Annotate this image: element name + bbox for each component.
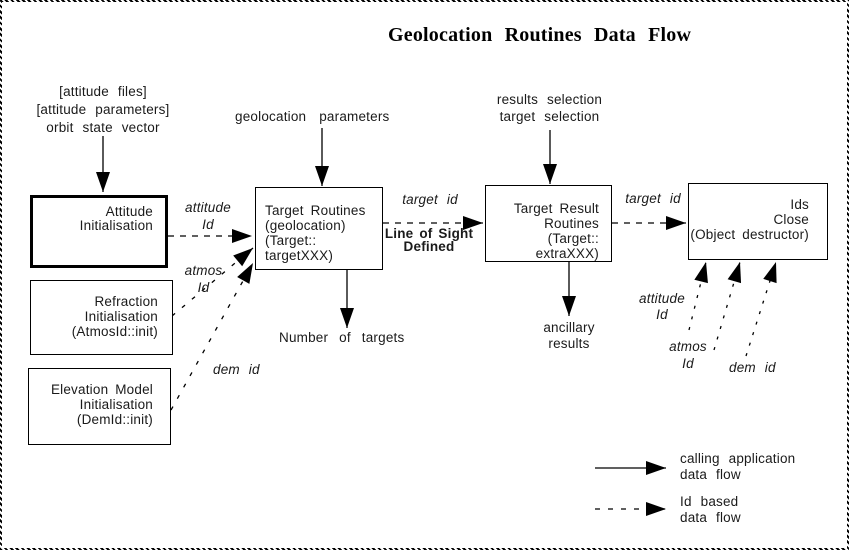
box-text-line: Initialisation	[84, 309, 158, 324]
dashed-attitude-id-to-ids-arrow	[688, 261, 708, 331]
elevation-model-initialisation-box: Elevation Model Initialisation (DemId::i…	[28, 368, 171, 445]
box-text-line: Initialisation	[79, 397, 153, 412]
id-label-line: Id	[202, 217, 214, 232]
attitude-id-label-right: attitude Id	[633, 291, 691, 323]
legend-line: Id based	[680, 494, 739, 509]
dashed-dem-id-arrow	[170, 262, 254, 411]
id-label-line: attitude	[639, 291, 685, 306]
attitude-initialisation-box: Attitude Initialisation	[30, 195, 168, 268]
orbit-state-vector-line: orbit state vector	[46, 120, 160, 135]
box-text-line: (DemId::init)	[76, 412, 153, 427]
box-text-line: Ids	[790, 197, 809, 212]
legend-line: data flow	[680, 467, 741, 482]
legend-dashed-label: Id based data flow	[680, 494, 741, 526]
box-text-line: Close	[773, 212, 809, 227]
line-of-sight-line: Defined	[403, 239, 455, 254]
results-selection-line: results selection	[496, 92, 603, 107]
attitude-parameters-line: [attitude parameters]	[36, 102, 170, 117]
line-of-sight-label: Line of Sight Defined	[379, 226, 479, 254]
dem-id-label-right: dem id	[729, 360, 776, 375]
id-label-line: Id	[197, 280, 210, 295]
id-label-line: attitude	[185, 200, 231, 215]
target-routines-box: Target Routines (geolocation) (Target:: …	[255, 187, 383, 270]
legend-line: data flow	[680, 510, 741, 525]
ancillary-line: results	[548, 336, 590, 351]
box-text-line: Target Routines	[265, 203, 366, 218]
atmos-id-label-left: atmos Id	[176, 262, 231, 296]
legend-line: calling application	[680, 451, 796, 466]
box-text-line: Routines	[544, 216, 599, 231]
attitude-inputs-label: [attitude files] [attitude parameters] o…	[15, 83, 191, 137]
box-text-line: extraXXX)	[535, 246, 599, 261]
target-id-label-2: target id	[625, 191, 681, 206]
attitude-files-line: [attitude files]	[59, 84, 147, 99]
atmos-id-label-right: atmos Id	[662, 338, 714, 372]
box-text-line: Elevation Model	[50, 382, 153, 397]
attitude-id-label-left: attitude Id	[178, 199, 238, 233]
ancillary-line: ancillary	[543, 320, 595, 335]
id-label-line: Id	[682, 356, 694, 371]
dem-id-label-left: dem id	[213, 362, 260, 377]
box-text-line: Target Result	[513, 201, 599, 216]
box-text-line: (Target::	[547, 231, 599, 246]
id-label-line: atmos	[669, 339, 707, 354]
geolocation-parameters-label: geolocation parameters	[235, 109, 390, 124]
page-title: Geolocation Routines Data Flow	[388, 24, 692, 46]
box-text-line: (geolocation)	[265, 218, 346, 233]
id-label-line: Id	[656, 307, 668, 322]
box-text-line: (AtmosId::init)	[71, 324, 158, 339]
selection-inputs-label: results selection target selection	[483, 91, 616, 125]
target-result-routines-box: Target Result Routines (Target:: extraXX…	[485, 185, 612, 262]
ids-close-box: Ids Close (Object destructor)	[688, 183, 828, 260]
box-text-line: targetXXX)	[265, 248, 334, 263]
ancillary-results-label: ancillary results	[535, 320, 603, 352]
box-text-line: Refraction	[94, 294, 158, 309]
id-label-line: atmos	[184, 263, 223, 278]
refraction-initialisation-box: Refraction Initialisation (AtmosId::init…	[30, 280, 173, 355]
dashed-atmos-id-to-ids-arrow	[713, 261, 742, 351]
box-text-line: Initialisation	[79, 218, 153, 233]
dashed-atmos-id-arrow	[171, 247, 254, 317]
number-of-targets-label: Number of targets	[279, 330, 405, 345]
box-text-line: (Target::	[265, 233, 317, 248]
box-text-line: (Object destructor)	[690, 227, 809, 242]
target-selection-line: target selection	[499, 109, 600, 124]
legend-solid-label: calling application data flow	[680, 451, 795, 483]
dashed-dem-id-to-ids-arrow	[745, 261, 777, 357]
line-of-sight-line: Line of Sight	[384, 226, 474, 241]
box-text-line: Attitude	[105, 204, 153, 219]
target-id-label-1: target id	[402, 192, 458, 207]
